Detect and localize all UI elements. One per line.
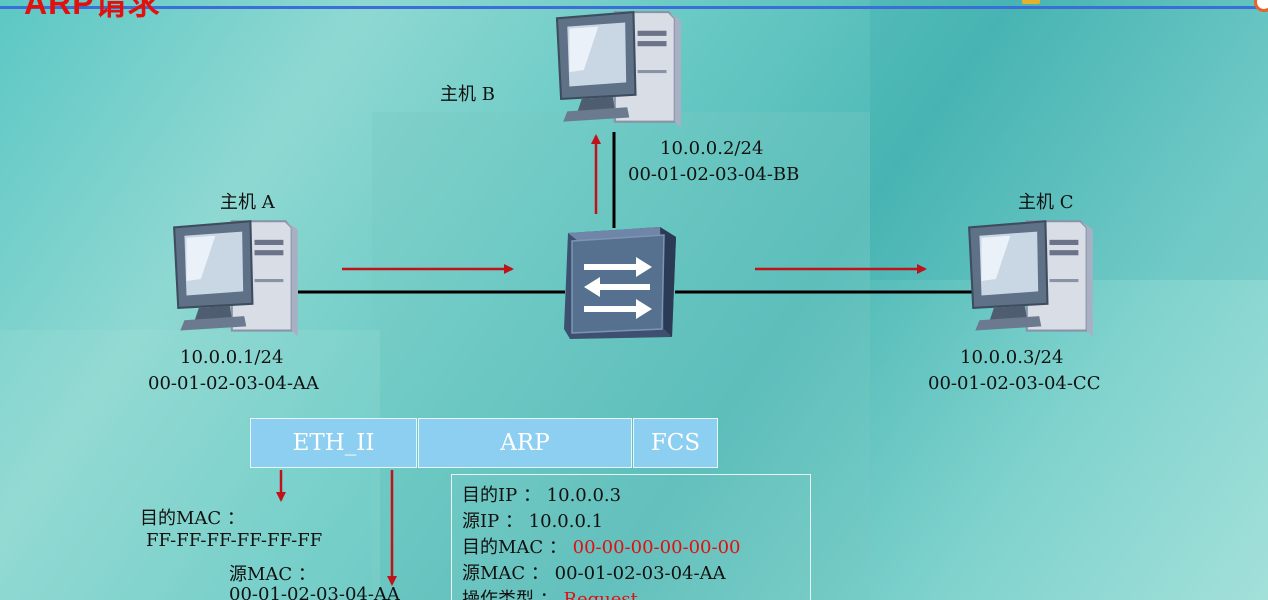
background-panel bbox=[372, 112, 870, 600]
arp-target-mac-label: 目的MAC ： bbox=[462, 537, 573, 558]
host-b-mac: 00-01-02-03-04-BB bbox=[628, 164, 800, 185]
host-a-ip: 10.0.0.1/24 bbox=[180, 347, 284, 368]
eth-dst-mac-value: FF-FF-FF-FF-FF-FF bbox=[146, 530, 323, 551]
arp-operation-value: Request bbox=[563, 589, 638, 600]
arp-sender-ip-label: 源IP ： bbox=[462, 511, 529, 532]
host-c-ip: 10.0.0.3/24 bbox=[960, 347, 1064, 368]
host-c-mac: 00-01-02-03-04-CC bbox=[928, 373, 1101, 394]
arp-operation-label: 操作类型 ： bbox=[462, 589, 564, 600]
corner-logo-icon bbox=[1254, 0, 1268, 12]
host-b-computer-icon bbox=[555, 11, 681, 128]
host-a-name: 主机 A bbox=[220, 192, 275, 213]
frame-eth-header: ETH_II bbox=[250, 418, 417, 468]
arp-target-ip-label: 目的IP ： bbox=[462, 485, 547, 506]
arp-sender-mac: 源MAC ： 00-01-02-03-04-AA bbox=[462, 559, 726, 585]
arp-fields-box: 目的IP ： 10.0.0.3 源IP ： 10.0.0.1 目的MAC ： 0… bbox=[451, 474, 811, 600]
eth-src-mac-label: 源MAC ： bbox=[229, 564, 316, 585]
arp-sender-mac-label: 源MAC ： bbox=[462, 563, 555, 584]
arp-target-mac-value: 00-00-00-00-00-00 bbox=[572, 537, 741, 558]
host-c-computer-icon bbox=[968, 220, 1093, 337]
host-c-name: 主机 C bbox=[1018, 192, 1074, 213]
switch-icon bbox=[564, 227, 676, 339]
arp-target-ip: 目的IP ： 10.0.0.3 bbox=[462, 481, 621, 507]
host-b-name: 主机 B bbox=[440, 84, 495, 105]
header-rule bbox=[0, 6, 1268, 9]
frame-fcs: FCS bbox=[633, 418, 718, 468]
arp-operation: 操作类型 ： Request bbox=[462, 585, 638, 600]
arp-sender-ip: 源IP ： 10.0.0.1 bbox=[462, 507, 603, 533]
arp-sender-mac-value: 00-01-02-03-04-AA bbox=[554, 563, 726, 584]
page-title: ARP请求 bbox=[24, 0, 161, 21]
host-b-ip: 10.0.0.2/24 bbox=[660, 138, 764, 159]
frame-arp-payload: ARP bbox=[418, 418, 632, 468]
arp-sender-ip-value: 10.0.0.1 bbox=[528, 511, 604, 532]
arp-target-ip-value: 10.0.0.3 bbox=[546, 485, 622, 506]
host-a-computer-icon bbox=[173, 220, 298, 337]
host-a-mac: 00-01-02-03-04-AA bbox=[148, 373, 319, 394]
eth-src-mac-value: 00-01-02-03-04-AA bbox=[229, 584, 400, 600]
eth-dst-mac-label: 目的MAC ： bbox=[140, 508, 245, 529]
arp-target-mac: 目的MAC ： 00-00-00-00-00-00 bbox=[462, 533, 741, 559]
header-marker bbox=[1022, 0, 1040, 4]
